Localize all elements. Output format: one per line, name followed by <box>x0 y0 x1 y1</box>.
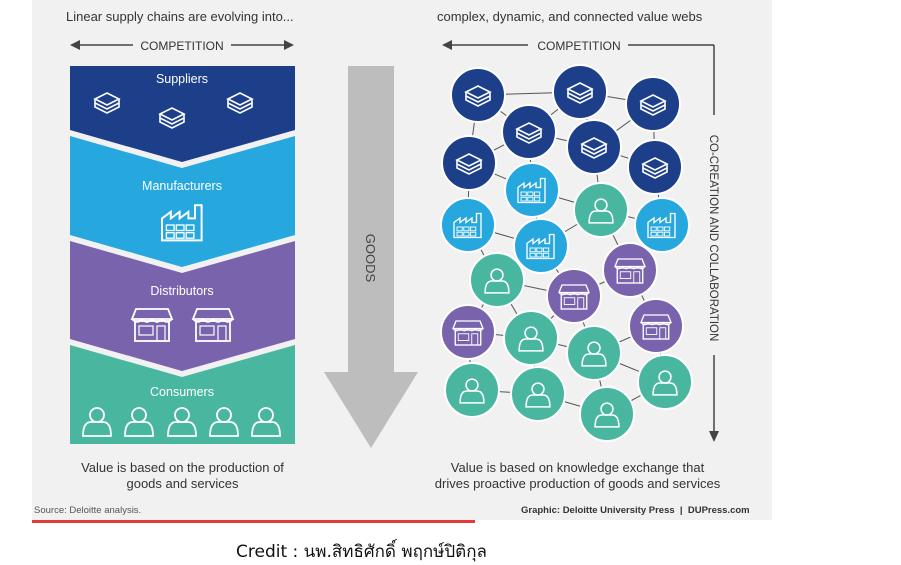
video-progress-bar <box>32 520 475 523</box>
consumer-node <box>503 310 559 366</box>
co-creation-label: CO-CREATION AND COLLABORATION <box>707 135 719 342</box>
right-competition-arrow <box>442 37 719 442</box>
distributor-node <box>628 298 684 354</box>
manufacturer-node <box>504 162 560 218</box>
right-competition-label: COMPETITION <box>537 39 620 53</box>
distributor-node <box>440 304 496 360</box>
right-caption-line1: Value is based on knowledge exchange tha… <box>450 460 705 475</box>
network-nodes <box>440 64 693 442</box>
distributor-node <box>602 242 658 298</box>
right-caption-line2: drives proactive production of goods and… <box>434 476 721 491</box>
left-caption-line1: Value is based on the production of <box>81 460 284 475</box>
right-caption: Value is based on knowledge exchange tha… <box>405 460 750 492</box>
supplier-node <box>566 119 622 175</box>
left-heading: Linear supply chains are evolving into..… <box>66 9 294 24</box>
credit-caption: Credit : นพ.สิทธิศักดิ์ พฤกษ์ปิติกุล <box>236 542 487 562</box>
left-caption-line2: goods and services <box>126 476 239 491</box>
goods-arrow <box>324 66 418 448</box>
distributors-band <box>70 241 295 371</box>
supplier-node <box>441 135 497 191</box>
consumer-node <box>444 362 500 418</box>
supplier-node <box>501 104 557 160</box>
supply-chain-stack <box>70 66 295 444</box>
manufacturer-node <box>513 218 569 274</box>
consumer-node <box>579 386 635 442</box>
supplier-node <box>625 76 681 132</box>
distributor-node <box>546 268 602 324</box>
stage-label-distributors: Distributors <box>150 284 213 298</box>
right-heading: complex, dynamic, and connected value we… <box>437 9 703 24</box>
left-caption: Value is based on the production of good… <box>55 460 310 492</box>
left-competition-label: COMPETITION <box>140 39 223 53</box>
source-note: Source: Deloitte analysis. <box>34 505 142 516</box>
consumer-node <box>637 354 693 410</box>
consumer-node <box>573 182 629 238</box>
consumer-node <box>510 366 566 422</box>
manufacturer-node <box>634 197 690 253</box>
supplier-node <box>627 139 683 195</box>
left-competition-arrow <box>70 37 294 53</box>
supplier-node <box>450 67 506 123</box>
manufacturers-band <box>70 136 295 267</box>
goods-label: GOODS <box>363 234 378 283</box>
stage-label-suppliers: Suppliers <box>156 72 208 86</box>
graphic-credit: Graphic: Deloitte University Press | DUP… <box>521 505 750 516</box>
consumers-band <box>70 345 295 444</box>
stage-label-consumers: Consumers <box>150 385 214 399</box>
manufacturer-node <box>440 197 496 253</box>
consumer-node <box>566 325 622 381</box>
supplier-node <box>552 64 608 120</box>
consumer-node <box>469 252 525 308</box>
stage-label-manufacturers: Manufacturers <box>142 179 222 193</box>
